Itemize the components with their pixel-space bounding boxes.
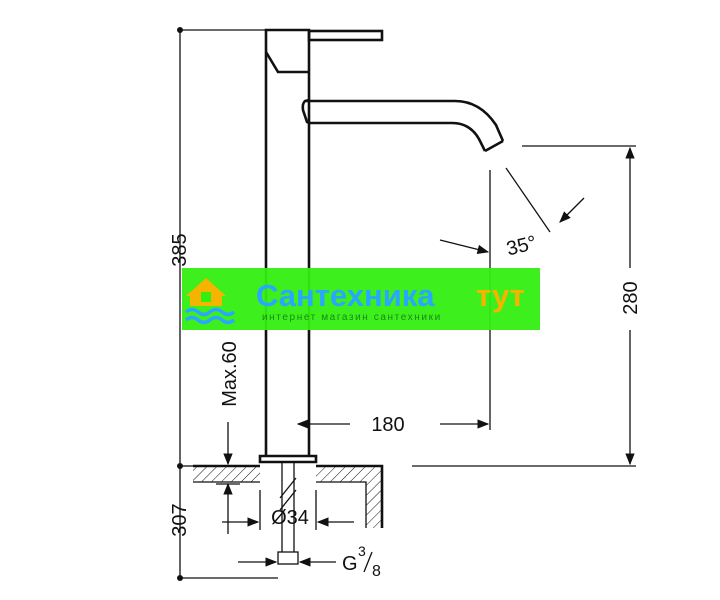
dimension-spout-height bbox=[412, 145, 636, 467]
watermark-band bbox=[182, 268, 540, 330]
dimension-below-deck bbox=[177, 466, 278, 581]
dimension-hole-diameter bbox=[222, 490, 354, 530]
dimension-35deg-label: 35° bbox=[504, 232, 539, 261]
thread-fraction-slash bbox=[363, 551, 373, 573]
watermark-banner: Сантехника тут интернет магазин сантехни… bbox=[182, 268, 540, 330]
watermark-title-accent: тут bbox=[476, 278, 525, 313]
dimension-280-label: 280 bbox=[620, 281, 642, 314]
dimension-max60-label: Max.60 bbox=[219, 341, 241, 407]
deck-section bbox=[193, 462, 384, 565]
dimension-d34-label: Ø34 bbox=[271, 507, 309, 529]
dimension-180-label: 180 bbox=[371, 414, 404, 436]
dimension-angle bbox=[439, 167, 585, 254]
watermark-title: Сантехника bbox=[256, 278, 435, 313]
thread-denominator: 8 bbox=[372, 563, 381, 580]
faucet-body bbox=[258, 28, 505, 464]
watermark-subtitle: интернет магазин сантехники bbox=[262, 312, 442, 323]
thread-g-label: G bbox=[342, 553, 358, 575]
house-waves-logo-icon bbox=[184, 278, 236, 325]
dimension-max-deck bbox=[180, 422, 240, 534]
dimension-307-label: 307 bbox=[169, 503, 191, 536]
thread-numerator: 3 bbox=[358, 543, 366, 559]
dimension-385-label: 385 bbox=[169, 233, 191, 266]
